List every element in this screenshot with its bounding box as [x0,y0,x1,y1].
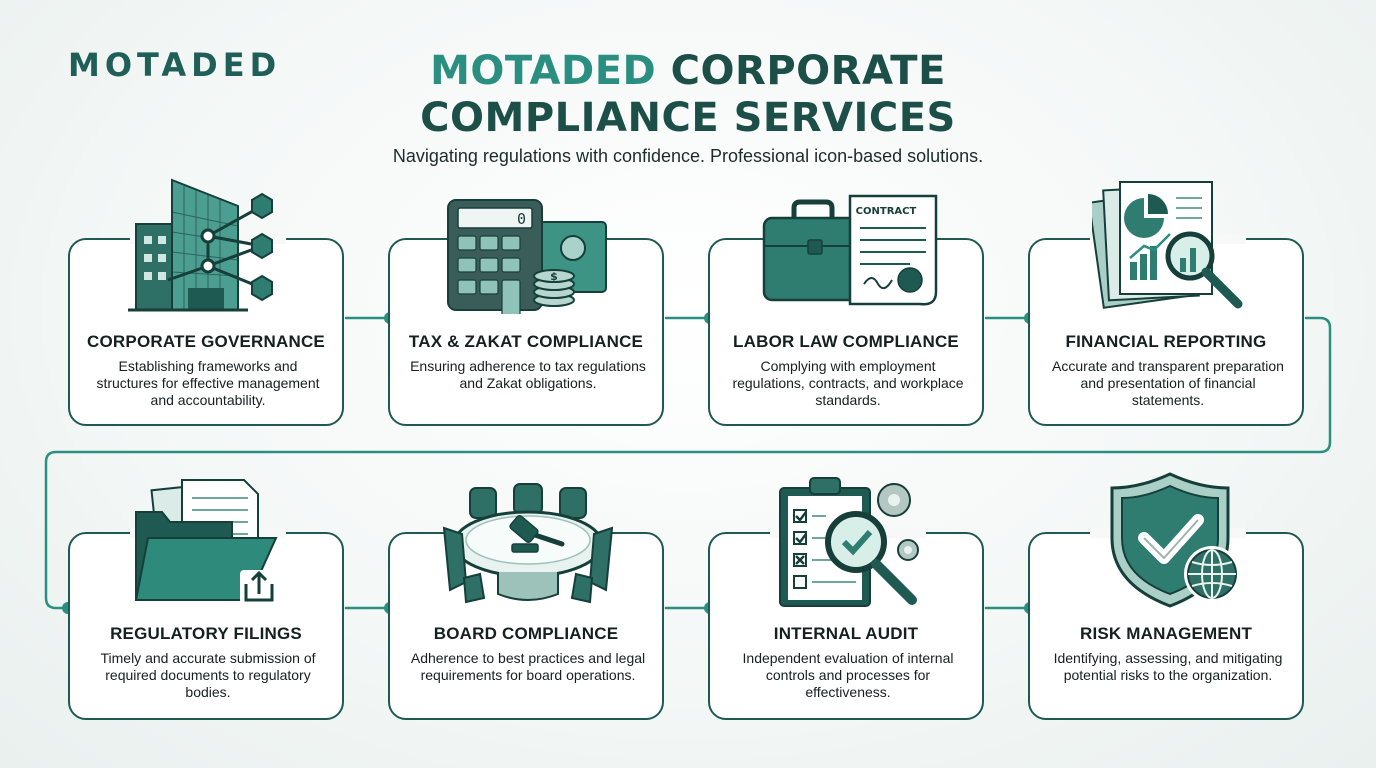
service-description: Accurate and transparent preparation and… [1052,358,1284,408]
folder-upload-icon [134,479,278,604]
briefcase-contract-icon: CONTRACT [762,194,938,306]
service-title: REGULATORY FILINGS [110,624,302,643]
service-title: INTERNAL AUDIT [773,624,919,643]
service-title: FINANCIAL REPORTING [1065,332,1267,351]
service-description: Adherence to best practices and legal re… [410,650,646,683]
brand-logo: MOTADED [68,46,282,84]
checklist-magnifier-icon [779,477,919,607]
service-title: BOARD COMPLIANCE [433,624,619,643]
service-description: Identifying, assessing, and mitigating p… [1053,650,1283,683]
title-accent: MOTADED [430,48,657,94]
building-network-icon [128,178,273,312]
calculator-money-icon: 0 $ [447,199,607,314]
contract-label: CONTRACT [856,206,917,217]
title-line2: COMPLIANCE SERVICES [420,95,956,141]
report-magnifier-icon [1092,181,1243,309]
service-description: Timely and accurate submission of requir… [100,650,316,700]
service-description: Complying with employment regulations, c… [732,358,964,408]
service-title: CORPORATE GOVERNANCE [87,332,325,351]
service-title: TAX & ZAKAT COMPLIANCE [408,332,644,351]
boardroom-gavel-icon [442,483,614,604]
coin-symbol: $ [550,270,558,283]
page-title: MOTADED CORPORATE COMPLIANCE SERVICES [360,48,1016,142]
service-title: LABOR LAW COMPLIANCE [733,332,959,351]
title-rest: CORPORATE [656,48,946,94]
shield-globe-icon [1110,472,1240,608]
page-subtitle: Navigating regulations with confidence. … [392,146,984,166]
service-title: RISK MANAGEMENT [1079,624,1253,643]
service-description: Independent evaluation of internal contr… [742,650,954,700]
connector-row-wrap [44,316,1332,610]
calculator-display-text: 0 [517,210,526,228]
service-description: Establishing frameworks and structures f… [96,358,320,408]
service-description: Ensuring adherence to tax regulations an… [410,358,646,391]
